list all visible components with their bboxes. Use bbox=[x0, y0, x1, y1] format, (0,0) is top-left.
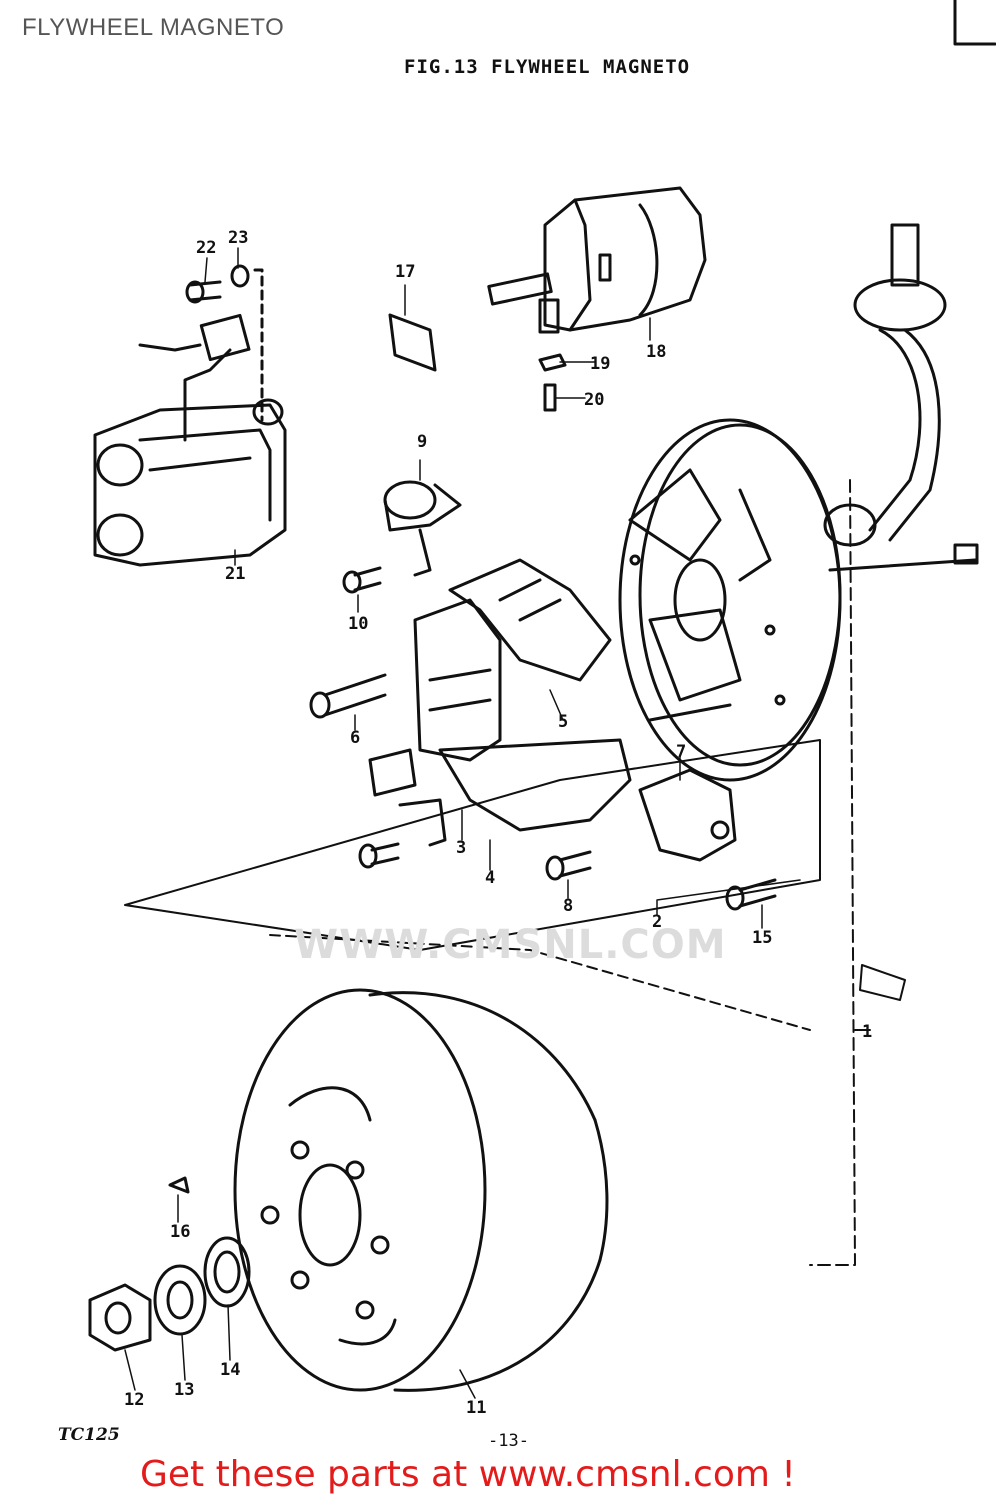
part-label-7: 7 bbox=[676, 742, 687, 762]
flywheel-rotor bbox=[233, 988, 609, 1392]
lock-washer-13 bbox=[153, 1264, 207, 1336]
nut-12 bbox=[88, 1283, 152, 1352]
page-number: -13- bbox=[488, 1431, 529, 1451]
part-label-3: 3 bbox=[456, 838, 467, 858]
washer-14 bbox=[203, 1236, 251, 1308]
part-label-20: 20 bbox=[584, 390, 605, 410]
part-label-14: 14 bbox=[220, 1360, 241, 1380]
washer-19 bbox=[538, 353, 567, 372]
part-label-11: 11 bbox=[466, 1398, 487, 1418]
part-label-4: 4 bbox=[485, 868, 496, 888]
screw-10 bbox=[342, 566, 382, 594]
figure-title: FIG.13 FLYWHEEL MAGNETO bbox=[404, 56, 691, 78]
plate-17 bbox=[388, 313, 437, 372]
part-label-16: 16 bbox=[170, 1222, 191, 1242]
key-16 bbox=[168, 1176, 190, 1194]
part-label-1: 1 bbox=[862, 1022, 873, 1042]
bolt-20 bbox=[543, 383, 557, 412]
part-label-21: 21 bbox=[225, 564, 246, 584]
screw-15 bbox=[725, 878, 777, 911]
part-label-17: 17 bbox=[395, 262, 416, 282]
part-label-13: 13 bbox=[174, 1380, 195, 1400]
watermark: WWW.CMSNL.COM bbox=[294, 922, 727, 968]
part-label-22: 22 bbox=[196, 238, 217, 258]
part-label-19: 19 bbox=[590, 354, 611, 374]
screw-6 bbox=[309, 673, 387, 719]
part-label-18: 18 bbox=[646, 342, 667, 362]
page-title: FLYWHEEL MAGNETO bbox=[22, 14, 285, 41]
part-label-23: 23 bbox=[228, 228, 249, 248]
screw-22 bbox=[185, 264, 250, 304]
frame-corner bbox=[953, 0, 996, 46]
cam-9 bbox=[383, 480, 462, 577]
screw-small bbox=[358, 842, 400, 869]
part-label-9: 9 bbox=[417, 432, 428, 452]
condenser bbox=[93, 268, 287, 567]
part-label-6: 6 bbox=[350, 728, 361, 748]
cta-link[interactable]: Get these parts at www.cmsnl.com ! bbox=[140, 1454, 796, 1495]
ignition-coil bbox=[487, 186, 707, 334]
screw-8 bbox=[545, 850, 592, 881]
model-code: TC125 bbox=[58, 1425, 120, 1445]
contact-breaker-7 bbox=[638, 703, 737, 862]
bracket-4 bbox=[398, 798, 447, 847]
part-label-10: 10 bbox=[348, 614, 369, 634]
part-label-12: 12 bbox=[124, 1390, 145, 1410]
part-label-8: 8 bbox=[563, 896, 574, 916]
part-label-2: 2 bbox=[652, 912, 663, 932]
part-label-15: 15 bbox=[752, 928, 773, 948]
wire-lead bbox=[823, 223, 979, 565]
lighting-coil bbox=[368, 558, 632, 832]
stator-plate bbox=[618, 418, 977, 782]
part-label-5: 5 bbox=[558, 712, 569, 732]
